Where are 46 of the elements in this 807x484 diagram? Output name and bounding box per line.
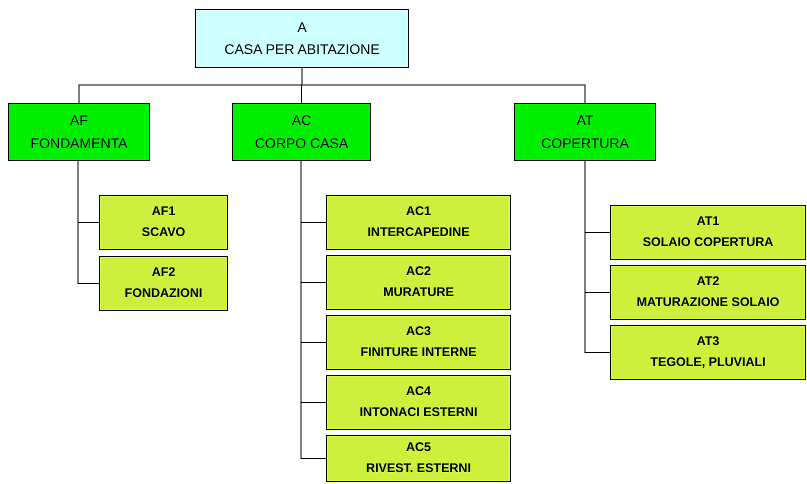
wbs-code: AC: [292, 112, 312, 130]
phase-box: [8, 103, 150, 161]
wbs-title: MURATURE: [383, 285, 454, 301]
wbs-code: AF1: [152, 204, 176, 220]
wbs-code: AF2: [152, 265, 176, 281]
task-box: [326, 375, 511, 430]
task-box: [610, 265, 806, 320]
wbs-title: INTONACI ESTERNI: [360, 405, 478, 421]
wbs-code: AF: [70, 112, 88, 130]
wbs-code: AC4: [406, 384, 431, 400]
wbs-code: AT3: [696, 334, 720, 350]
task-box: [326, 435, 511, 482]
wbs-title: FONDAMENTA: [30, 134, 128, 152]
task-box: [99, 256, 228, 311]
connector-line: [300, 160, 326, 459]
phase-box: [514, 103, 656, 161]
wbs-code: AT1: [696, 214, 720, 230]
task-box: [610, 205, 806, 260]
task-box: [99, 195, 228, 250]
wbs-title: SOLAIO COPERTURA: [642, 235, 774, 251]
task-box: [326, 315, 511, 370]
wbs-code: AC2: [406, 264, 431, 280]
task-box: [610, 325, 806, 380]
wbs-code: AC1: [406, 204, 431, 220]
task-box: [326, 255, 511, 310]
wbs-title: TEGOLE, PLUVIALI: [650, 355, 766, 371]
wbs-code: AC3: [406, 324, 431, 340]
task-box: [326, 195, 511, 250]
connector-line: [584, 160, 610, 353]
connector-line: [302, 68, 586, 104]
wbs-code: A: [297, 18, 307, 36]
wbs-title: FONDAZIONI: [124, 286, 202, 302]
wbs-title: CASA PER ABITAZIONE: [224, 41, 380, 58]
wbs-code: AC5: [406, 440, 431, 456]
wbs-title: SCAVO: [142, 225, 186, 241]
wbs-title: INTERCAPEDINE: [367, 225, 470, 241]
wbs-title: COPERTURA: [541, 134, 629, 152]
wbs-code: AT2: [696, 274, 720, 290]
wbs-title: RIVEST. ESTERNI: [366, 461, 471, 477]
root-box: [195, 9, 409, 68]
phase-box: [232, 103, 371, 161]
wbs-title: CORPO CASA: [254, 134, 348, 152]
wbs-title: FINITURE INTERNE: [360, 345, 476, 361]
wbs-code: AT: [576, 112, 594, 130]
connector-line: [78, 160, 100, 284]
wbs-title: MATURAZIONE SOLAIO: [636, 295, 780, 311]
